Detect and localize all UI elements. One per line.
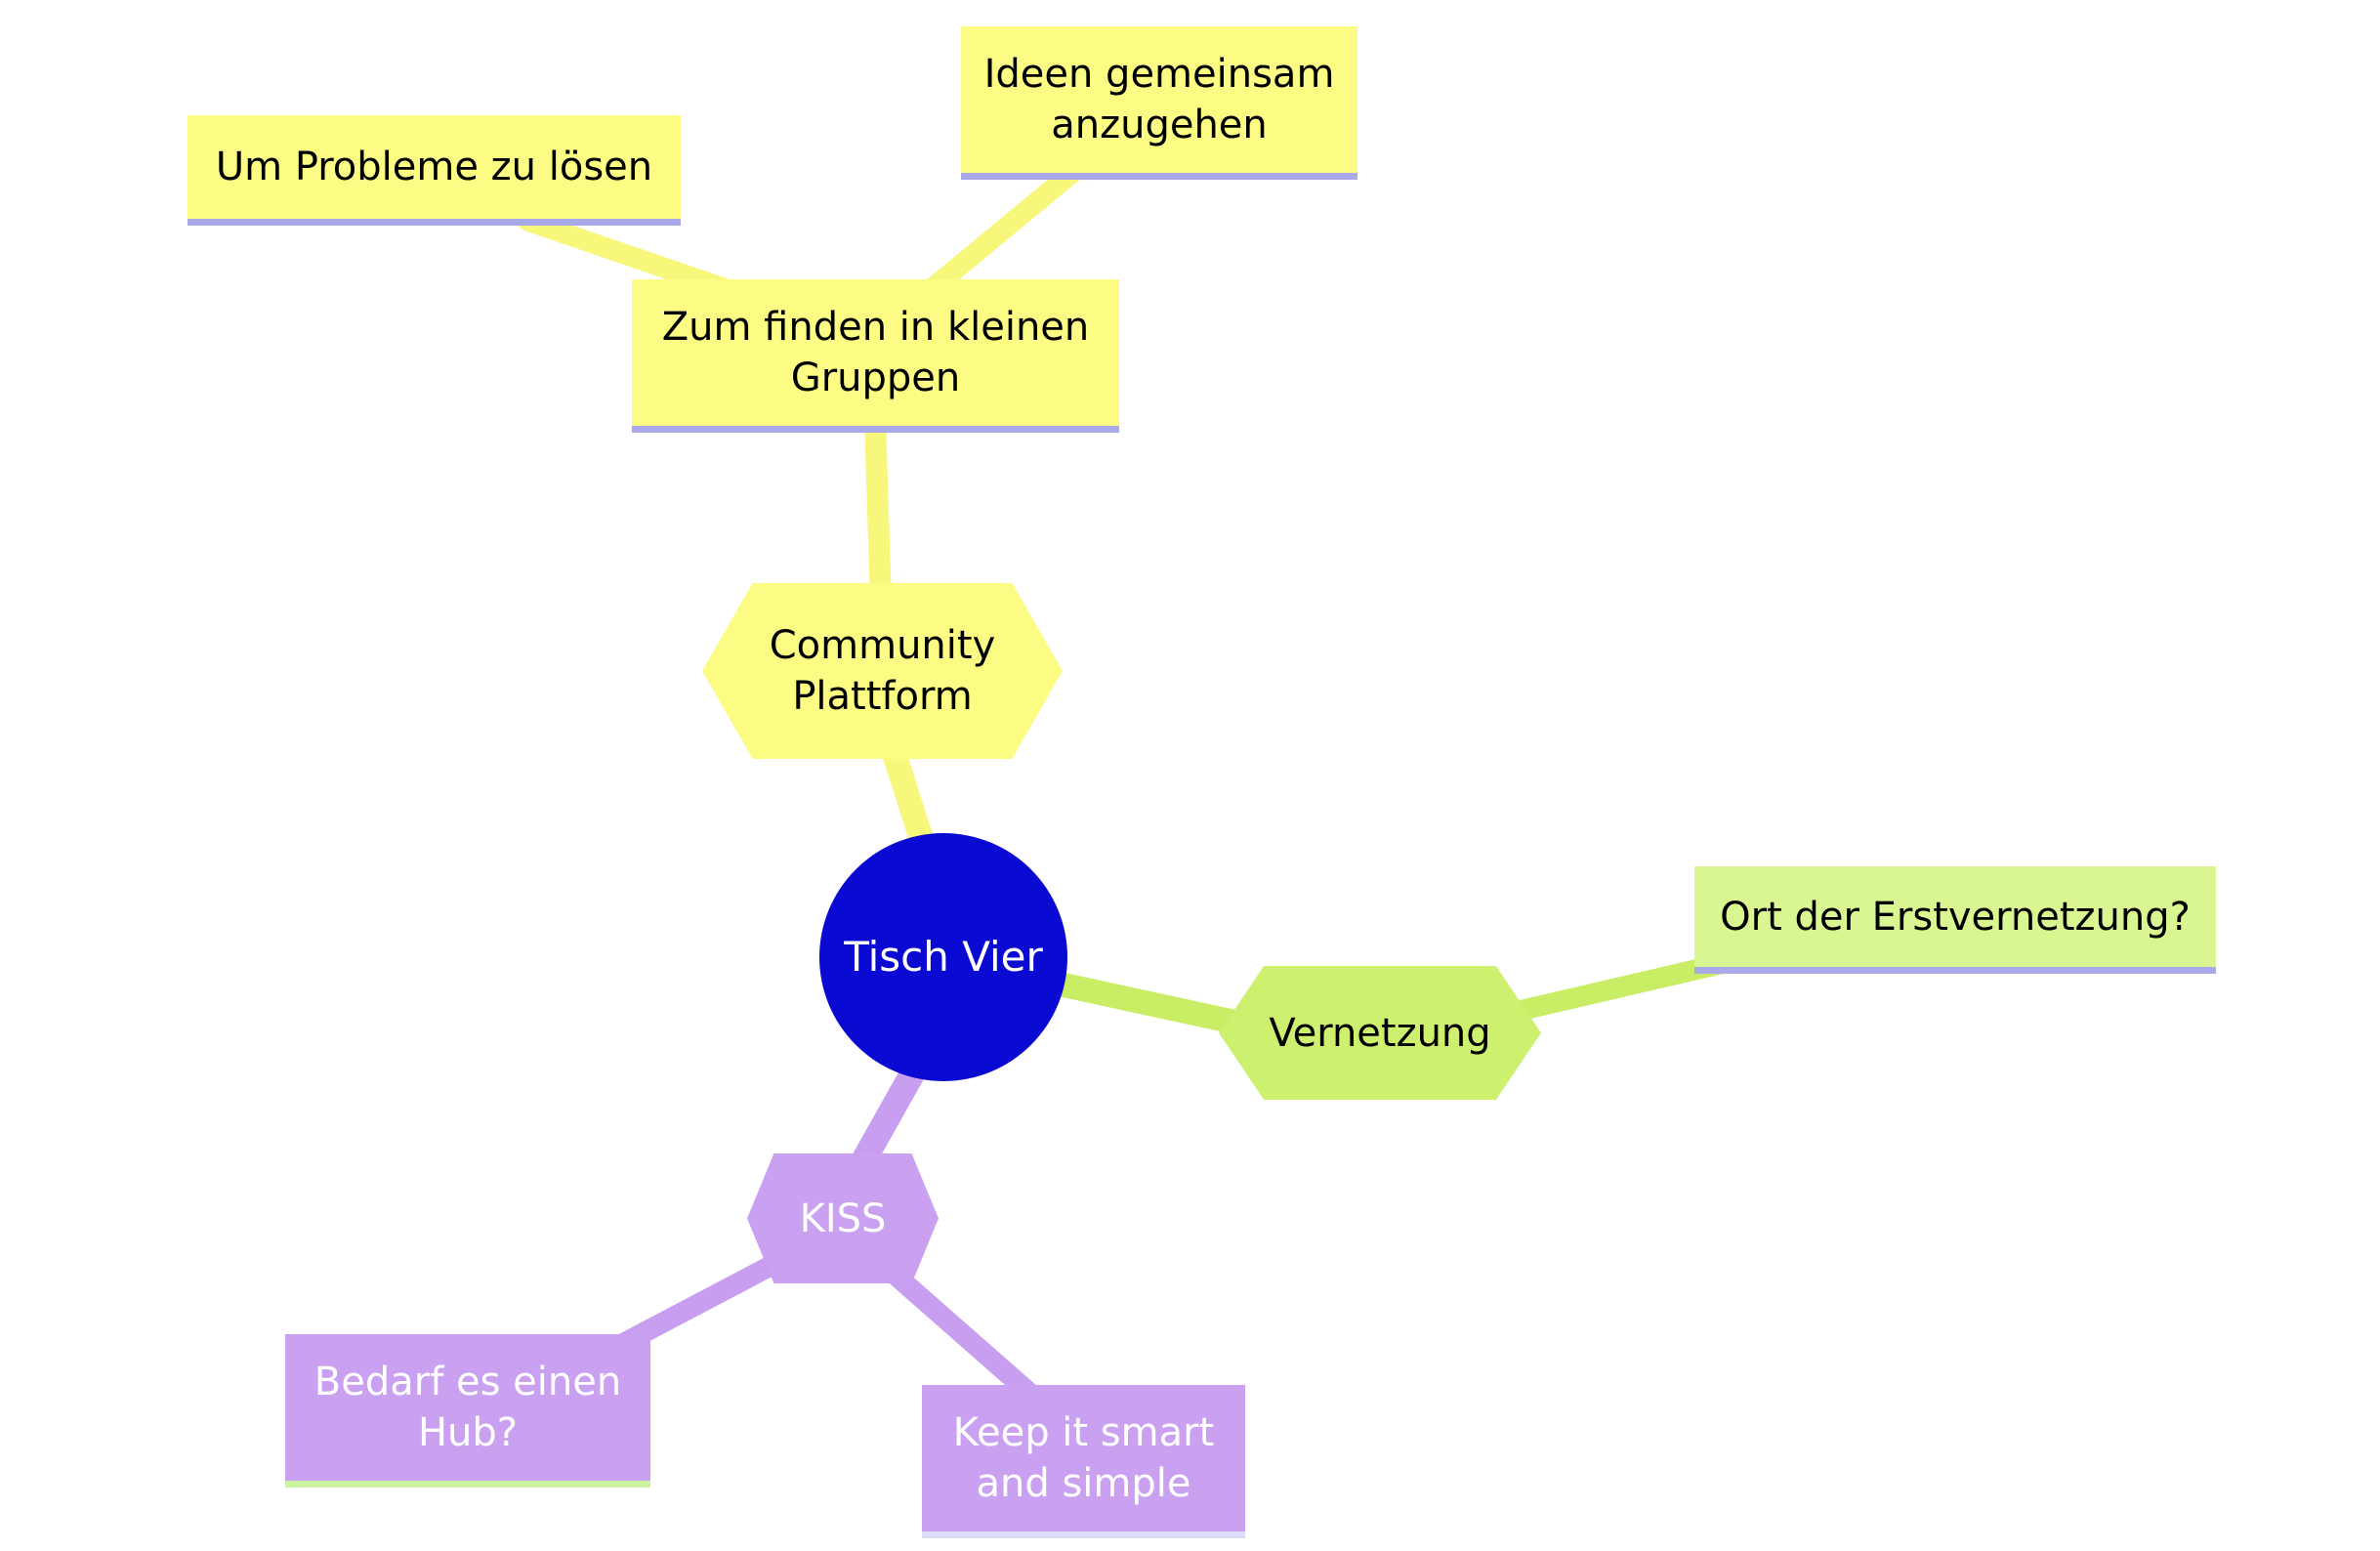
node-keep-it-smart-label: Keep it smart and simple (952, 1410, 1215, 1506)
node-kiss[interactable]: KISS (747, 1153, 939, 1283)
node-zum-finden[interactable]: Zum finden in kleinen Gruppen (632, 279, 1119, 433)
connector-zumfinden-community (864, 409, 892, 611)
node-kiss-label: KISS (799, 1195, 887, 1241)
node-um-probleme[interactable]: Um Probleme zu lösen (188, 115, 681, 226)
node-community-plattform[interactable]: Community Plattform (702, 583, 1063, 759)
node-um-probleme-label: Um Probleme zu lösen (215, 145, 653, 189)
connector-kiss-keep (873, 1254, 1056, 1417)
node-tisch-vier-root[interactable]: Tisch Vier (819, 833, 1067, 1081)
node-bedarf-hub-label: Bedarf es einen Hub? (313, 1360, 622, 1455)
node-ideen-gemeinsam[interactable]: Ideen gemeinsam anzugehen (961, 26, 1357, 180)
node-bedarf-hub[interactable]: Bedarf es einen Hub? (285, 1334, 650, 1488)
node-ideen-gemeinsam-label: Ideen gemeinsam anzugehen (983, 52, 1335, 147)
connector-vernetzung-ort (1508, 951, 1739, 1022)
node-ort-erstvernetzung[interactable]: Ort der Erstvernetzung? (1694, 866, 2216, 974)
node-ort-erstvernetzung-label: Ort der Erstvernetzung? (1720, 894, 2191, 940)
connector-zumfinden-ideen (922, 160, 1085, 299)
connector-root-vernetzung (1013, 964, 1273, 1040)
node-zum-finden-label: Zum finden in kleinen Gruppen (661, 305, 1090, 400)
node-keep-it-smart[interactable]: Keep it smart and simple (922, 1385, 1245, 1538)
node-vernetzung-label: Vernetzung (1269, 1010, 1491, 1056)
node-community-plattform-label: Community Plattform (769, 623, 996, 719)
node-tisch-vier-label: Tisch Vier (844, 932, 1043, 981)
node-vernetzung[interactable]: Vernetzung (1219, 966, 1541, 1100)
